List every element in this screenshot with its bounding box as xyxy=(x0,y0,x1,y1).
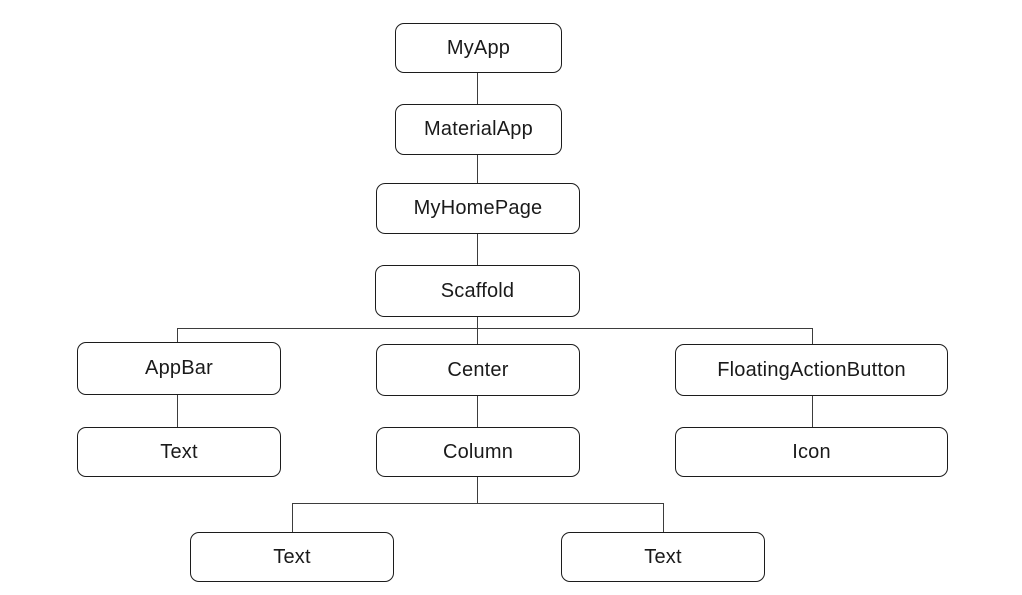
connector-line xyxy=(663,503,665,532)
tree-node-label: AppBar xyxy=(145,357,213,379)
connector-line xyxy=(477,396,479,427)
connector-line xyxy=(477,155,479,183)
tree-node-label: FloatingActionButton xyxy=(717,358,906,381)
connector-line xyxy=(477,477,479,503)
connector-line xyxy=(177,395,179,427)
tree-node-label: MyApp xyxy=(446,36,511,59)
tree-node-scaffold: Scaffold xyxy=(375,265,580,317)
tree-node-label: Center xyxy=(447,358,509,381)
tree-node-label: Text xyxy=(160,440,198,463)
tree-node-floatingactionbutton: FloatingActionButton xyxy=(675,344,948,396)
tree-node-label: Scaffold xyxy=(440,279,515,302)
tree-node-label: Text xyxy=(644,545,682,568)
connector-line xyxy=(477,234,479,265)
tree-node-appbar: AppBar xyxy=(77,342,281,395)
tree-node-appbar-text: Text xyxy=(77,427,281,477)
tree-node-materialapp: MaterialApp xyxy=(395,104,562,155)
tree-node-column: Column xyxy=(376,427,580,477)
connector-line xyxy=(292,503,294,532)
tree-node-label: Icon xyxy=(792,440,831,463)
tree-node-column-text-1: Text xyxy=(190,532,394,582)
tree-node-center: Center xyxy=(376,344,580,396)
connector-line xyxy=(812,396,814,427)
connector-line xyxy=(477,317,479,344)
connector-line xyxy=(812,328,814,344)
connector-line xyxy=(292,503,664,505)
tree-node-label: Text xyxy=(273,545,311,568)
tree-node-column-text-2: Text xyxy=(561,532,765,582)
tree-node-icon: Icon xyxy=(675,427,948,477)
tree-node-label: MaterialApp xyxy=(424,118,533,140)
tree-node-myhomepage: MyHomePage xyxy=(376,183,580,234)
connector-line xyxy=(177,328,179,342)
connector-line xyxy=(177,328,813,330)
tree-node-label: MyHomePage xyxy=(413,197,543,219)
tree-node-myapp: MyApp xyxy=(395,23,562,73)
connector-line xyxy=(477,73,479,104)
tree-node-label: Column xyxy=(442,440,514,463)
